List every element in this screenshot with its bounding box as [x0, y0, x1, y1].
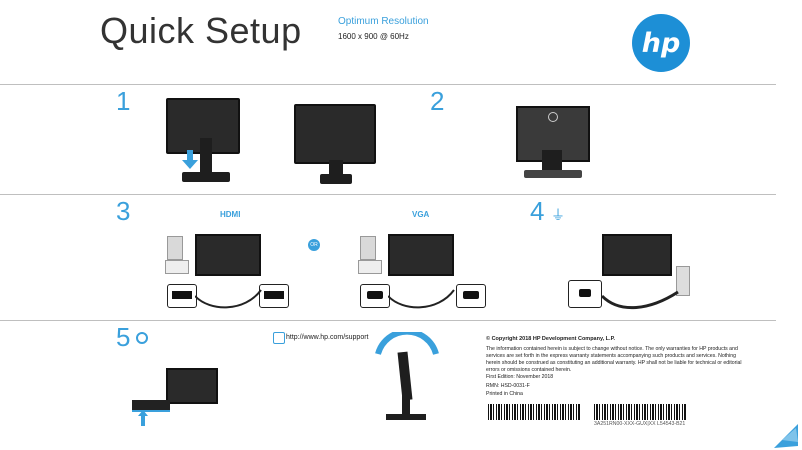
hdmi-label: HDMI: [220, 210, 241, 219]
power-button-icon: [136, 332, 148, 344]
power-plug-icon: ⏚: [551, 207, 565, 223]
vga-cable: [388, 289, 455, 309]
step-1-monitor-stand-attach: [160, 98, 242, 188]
edition-text: First Edition: November 2018: [486, 374, 554, 380]
step-5-power-on-diagram: [132, 366, 222, 426]
step-1-monitor-assembled: [294, 104, 376, 188]
support-url[interactable]: http://www.hp.com/support: [286, 334, 369, 341]
vga-port-left: [360, 284, 390, 308]
step-3-number: 3: [116, 196, 131, 226]
power-port: [568, 280, 602, 308]
step-2-number: 2: [430, 86, 445, 116]
vga-port-right: [456, 284, 486, 308]
divider-2: [0, 194, 776, 195]
step-1-number: 1: [116, 86, 131, 116]
divider-3: [0, 320, 776, 321]
barcode-right: [594, 404, 686, 420]
arrow-up-icon: [138, 410, 148, 426]
tilt-adjust-diagram: [374, 332, 440, 428]
copyright-text: © Copyright 2018 HP Development Company,…: [486, 336, 616, 342]
optimum-resolution-label: Optimum Resolution: [338, 16, 429, 27]
or-label: OR: [310, 242, 318, 248]
rmn-text: RMN: HSD-0031-F: [486, 383, 530, 389]
tilt-arc-icon: [375, 332, 439, 355]
page-title: Quick Setup: [100, 10, 302, 51]
hdmi-port-left: [167, 284, 197, 308]
support-info-icon: [273, 332, 285, 344]
barcode-text: 3A251RN00-XXX-GUX|XX L54543-B21: [594, 421, 686, 427]
hdmi-connection-diagram: [165, 234, 289, 320]
barcode-left: [488, 404, 580, 420]
step-4-number: 4: [530, 196, 545, 226]
hdmi-port-right: [259, 284, 289, 308]
hp-logo-text: hp: [641, 27, 681, 59]
divider-1: [0, 84, 776, 85]
power-cable: [600, 290, 679, 310]
printed-text: Printed in China: [486, 391, 523, 397]
step-5-number: 5: [116, 322, 131, 352]
vga-label: VGA: [412, 210, 430, 219]
hp-logo: hp: [632, 14, 690, 72]
page-curl-icon: [774, 424, 798, 448]
hdmi-cable: [195, 289, 262, 309]
arrow-down-icon: [182, 150, 198, 169]
optimum-resolution-value: 1600 x 900 @ 60Hz: [338, 32, 409, 41]
power-connection-diagram: [566, 234, 692, 320]
legal-notice: The information contained herein is subj…: [486, 346, 742, 373]
vga-connection-diagram: [358, 234, 486, 320]
or-badge: OR: [308, 239, 320, 251]
step-2-monitor-rear: [512, 100, 594, 184]
